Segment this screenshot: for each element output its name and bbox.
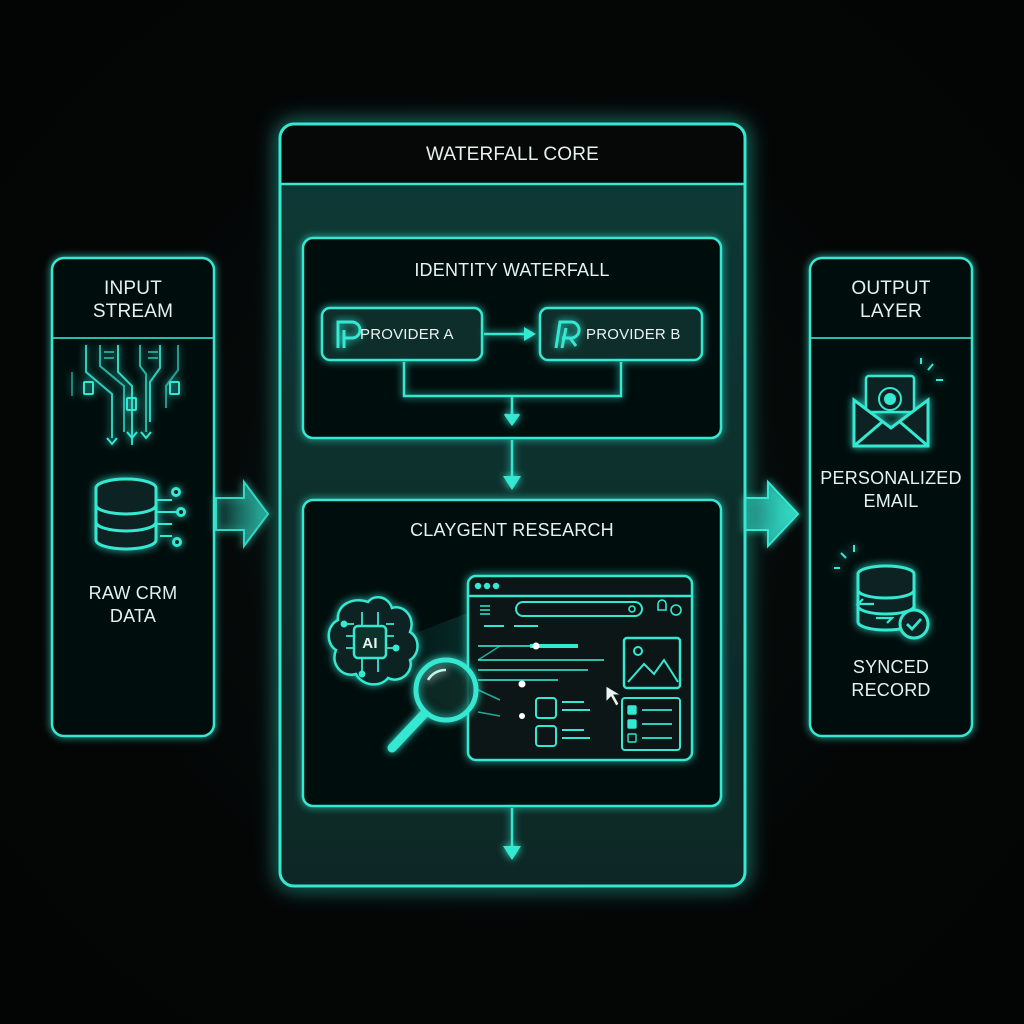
input-panel-title: INPUT STREAM <box>92 278 174 322</box>
magnifier-icon <box>387 657 479 753</box>
provider-a-label: PROVIDER A <box>360 326 454 343</box>
claygent-research-title: CLAYGENT RESEARCH <box>410 520 614 540</box>
database-icon <box>94 477 186 551</box>
output-layer-panel <box>808 256 974 738</box>
provider-merge-connector <box>402 362 623 427</box>
arrow-research-down <box>503 808 521 860</box>
arrow-input-to-core <box>215 479 270 549</box>
email-icon <box>852 358 943 448</box>
provider-a-chip <box>320 306 484 362</box>
synced-database-icon <box>834 545 930 640</box>
synced-record-label: SYNCED RECORD <box>851 657 931 700</box>
data-stream-icon <box>71 345 180 446</box>
provider-logo-icon <box>336 320 362 348</box>
provider-b-chip <box>538 306 704 362</box>
provider-logo-icon <box>554 320 581 349</box>
identity-waterfall-title: IDENTITY WATERFALL <box>414 260 610 280</box>
output-panel-title: OUTPUT LAYER <box>851 278 931 322</box>
arrow-core-to-output <box>744 479 800 549</box>
provider-b-label: PROVIDER B <box>586 326 681 343</box>
ai-brain-label: AI <box>362 635 378 652</box>
ai-brain-icon <box>327 595 419 686</box>
personalized-email-label: PERSONALIZED EMAIL <box>820 468 962 511</box>
waterfall-core-title: WATERFALL CORE <box>425 144 600 165</box>
raw-crm-data-label: RAW CRM DATA <box>88 583 178 626</box>
browser-window-icon <box>466 574 694 762</box>
arrow-identity-to-research <box>503 440 521 490</box>
identity-waterfall-box <box>301 236 723 440</box>
arrow-provider-a-to-b <box>484 327 536 341</box>
